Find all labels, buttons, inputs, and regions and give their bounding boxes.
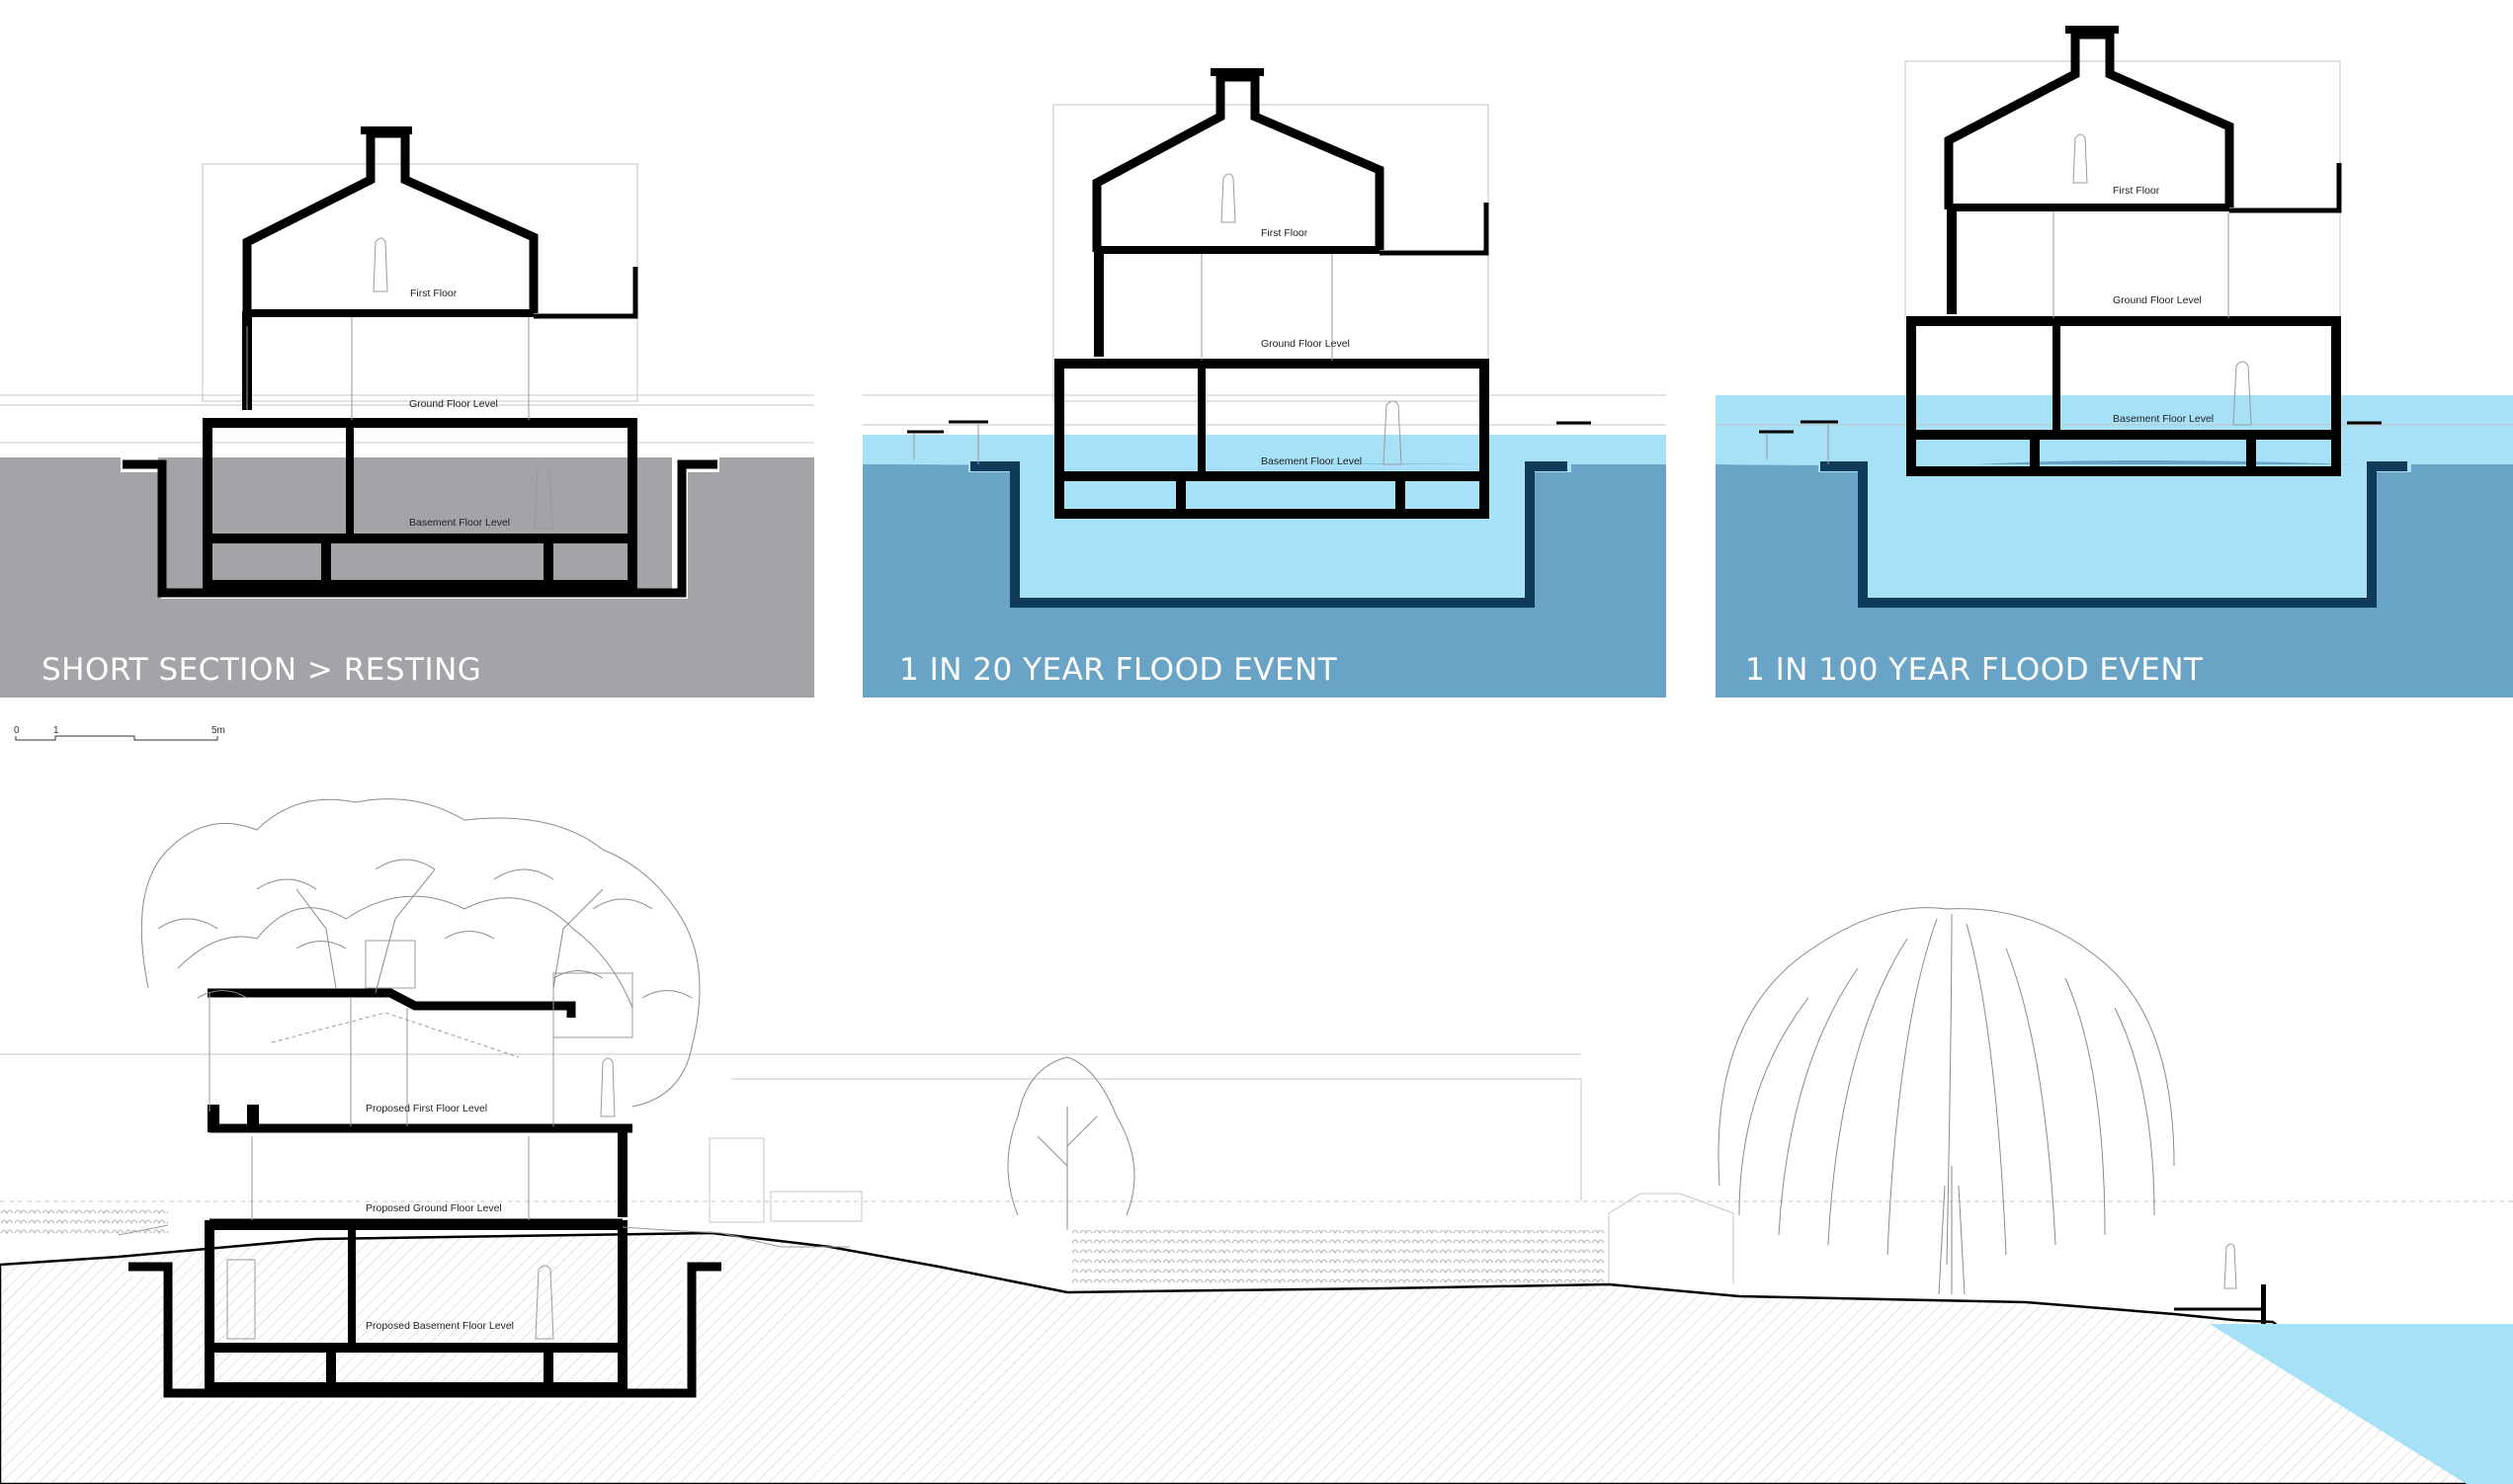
panel-resting: First Floor Ground Floor Level Basement … [0, 126, 814, 698]
label-proposed-ground-floor: Proposed Ground Floor Level [366, 1202, 502, 1214]
scale-label-1: 1 [53, 725, 59, 736]
scale-bar: 0 1 5m [14, 725, 225, 741]
tree-left [140, 798, 701, 1108]
long-section: Proposed First Floor Level Proposed Grou… [0, 798, 2513, 1484]
panel-flood-100: First Floor Ground Floor Level Basement … [1716, 26, 2513, 698]
tree-small [1007, 1056, 1135, 1230]
panel-caption: SHORT SECTION > RESTING [42, 652, 481, 688]
label-proposed-first-floor: Proposed First Floor Level [366, 1103, 487, 1114]
label-first-floor: First Floor [410, 288, 458, 299]
label-ground-floor: Ground Floor Level [1261, 338, 1350, 350]
river [2210, 1324, 2513, 1484]
scale-label-0: 0 [14, 725, 20, 736]
label-basement-floor: Basement Floor Level [1261, 455, 1362, 467]
panel-caption: 1 IN 20 YEAR FLOOD EVENT [899, 652, 1338, 688]
label-proposed-basement-floor: Proposed Basement Floor Level [366, 1320, 514, 1332]
panel-flood-20: First Floor Ground Floor Level Basement … [863, 68, 1666, 698]
label-first-floor: First Floor [2113, 185, 2160, 197]
label-basement-floor: Basement Floor Level [2113, 413, 2214, 425]
panel-caption: 1 IN 100 YEAR FLOOD EVENT [1745, 652, 2204, 688]
label-ground-floor: Ground Floor Level [2113, 294, 2202, 306]
label-basement-floor: Basement Floor Level [409, 517, 510, 529]
label-first-floor: First Floor [1261, 227, 1308, 239]
label-ground-floor: Ground Floor Level [409, 398, 498, 410]
scale-label-5m: 5m [211, 725, 225, 736]
willow-tree [1717, 907, 2175, 1295]
